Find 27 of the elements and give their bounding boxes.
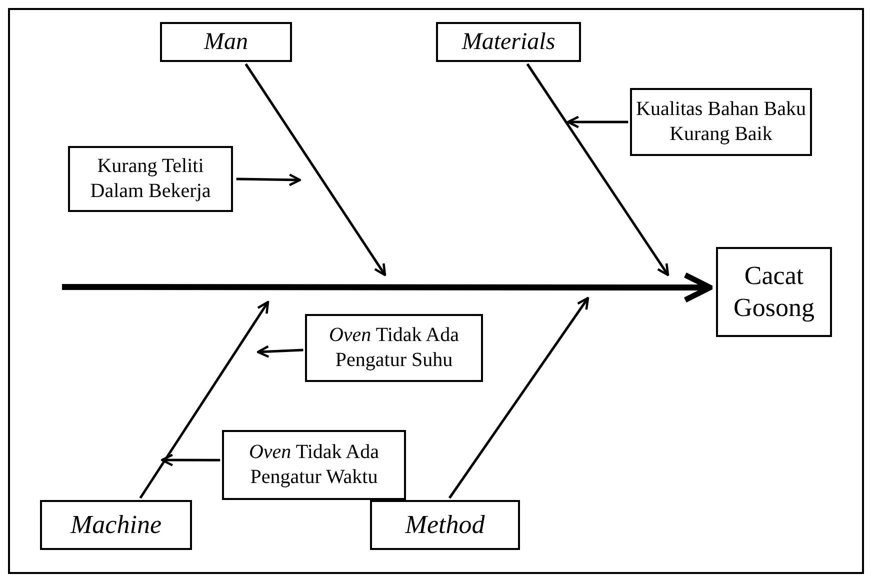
node-text: Cacat Gosong bbox=[732, 260, 816, 324]
cause-box bbox=[305, 314, 483, 382]
arrow bbox=[526, 63, 670, 276]
spine-arrow bbox=[62, 272, 713, 303]
cause-box bbox=[222, 430, 406, 500]
node-text: Man bbox=[204, 28, 248, 57]
node-text: Oven Tidak Ada Pengatur Suhu bbox=[328, 323, 460, 373]
arrow bbox=[244, 63, 386, 276]
node-text: Method bbox=[405, 508, 485, 541]
cause-box bbox=[630, 88, 812, 156]
arrow bbox=[160, 454, 220, 466]
node-text: Kualitas Bahan Baku Kurang Baik bbox=[635, 97, 807, 147]
arrow bbox=[256, 345, 304, 358]
arrow bbox=[566, 116, 628, 128]
arrow bbox=[448, 296, 590, 499]
category-box bbox=[436, 22, 581, 62]
node-text: Oven Tidak Ada Pengatur Waktu bbox=[248, 440, 380, 490]
category-box bbox=[160, 22, 292, 62]
cause-box bbox=[68, 146, 233, 212]
category-box bbox=[370, 500, 520, 550]
category-box bbox=[40, 500, 192, 550]
arrow bbox=[236, 173, 302, 186]
arrow bbox=[139, 300, 270, 499]
node-text: Kurang Teliti Dalam Bekerja bbox=[89, 154, 212, 204]
effect-box bbox=[716, 247, 832, 337]
node-text: Machine bbox=[70, 508, 162, 541]
node-text: Materials bbox=[462, 28, 556, 57]
